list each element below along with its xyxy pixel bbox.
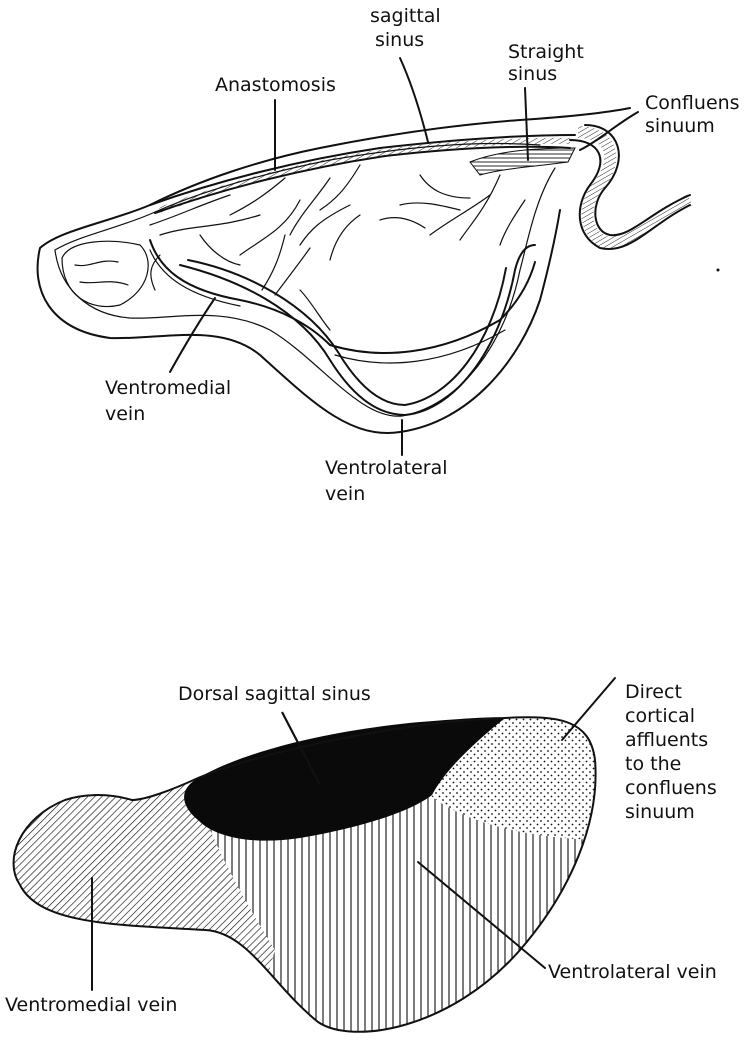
- label-direct-cortical-affluents-line-6: sinuum: [625, 801, 695, 823]
- label-ventromedial-vein-top-line-2: vein: [105, 403, 145, 425]
- label-ventrolateral-vein-top-line-1: Ventrolateral: [325, 457, 448, 479]
- top-cortical-veins: [150, 165, 525, 330]
- label-direct-cortical-affluents-line-5: confluens: [625, 777, 717, 799]
- label-anastomosis: Anastomosis: [215, 74, 336, 170]
- label-direct-cortical-affluents-line-4: to the: [625, 753, 681, 775]
- label-straight-sinus-line-1: Straight: [508, 41, 584, 63]
- label-direct-cortical-affluents-line-3: affluents: [625, 729, 708, 751]
- label-ventrolateral-vein-top-line-2: vein: [325, 483, 365, 505]
- label-sagittal-sinus-line-1: sagittal: [370, 5, 441, 27]
- top-straight-sinus: [470, 148, 575, 175]
- label-sagittal-sinus-line-2: sinus: [375, 29, 424, 51]
- label-direct-cortical-affluents-line-1: Direct: [625, 681, 682, 703]
- label-confluens-sinuum-line-2: sinuum: [645, 115, 715, 137]
- top-inner-outline: [55, 143, 555, 416]
- label-straight-sinus-line-2: sinus: [508, 63, 557, 85]
- label-ventromedial-vein-bottom-text: Ventromedial vein: [5, 994, 177, 1016]
- label-confluens-sinuum-line-1: Confluens: [645, 92, 740, 114]
- label-sagittal-sinus: sagittal sinus: [370, 5, 441, 142]
- label-ventromedial-vein-top-line-1: Ventromedial: [105, 377, 231, 399]
- top-olfactory-bulb: [62, 241, 148, 306]
- label-dorsal-sagittal-sinus-text: Dorsal sagittal sinus: [178, 683, 371, 705]
- label-direct-cortical-affluents-line-2: cortical: [625, 705, 695, 727]
- label-anastomosis-line-1: Anastomosis: [215, 74, 336, 96]
- label-ventrolateral-vein-bottom-text: Ventrolateral vein: [548, 961, 717, 983]
